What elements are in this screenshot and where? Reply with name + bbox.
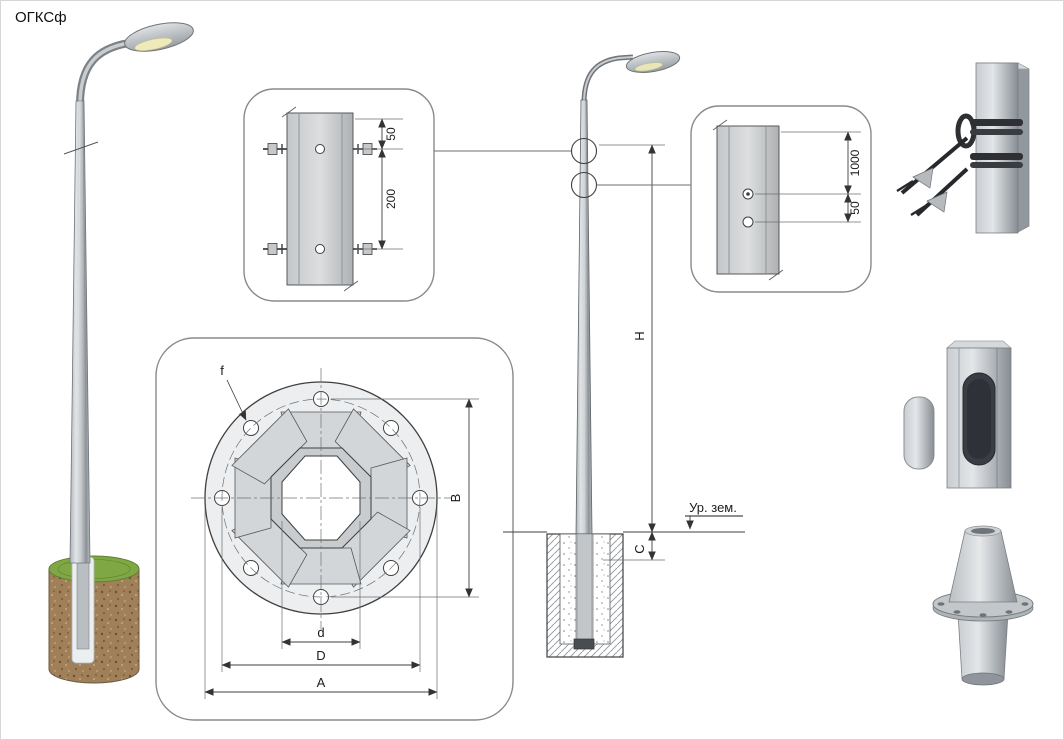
f-leader bbox=[226, 379, 247, 421]
dim-label-d: d bbox=[317, 625, 324, 640]
base-cone bbox=[948, 530, 1018, 603]
weld-mark bbox=[63, 141, 99, 155]
pole-octagon-hole bbox=[281, 455, 361, 541]
detail-callout-top: 50 200 bbox=[243, 88, 435, 302]
hatch-3d-render bbox=[903, 340, 1012, 489]
pole-section bbox=[286, 112, 354, 286]
flange-bolt-hole bbox=[979, 613, 987, 617]
page-title: ОГКСф bbox=[15, 9, 67, 26]
wedge-clamp bbox=[912, 167, 934, 189]
break-mark bbox=[712, 119, 728, 131]
pole-section bbox=[716, 125, 780, 275]
pole-3d-render bbox=[48, 22, 194, 684]
flange-bolt-hole bbox=[937, 602, 945, 606]
dim-label-50: 50 bbox=[848, 201, 862, 215]
break-mark bbox=[281, 106, 297, 118]
lamp-head bbox=[625, 51, 681, 73]
pole-top-column bbox=[975, 62, 1019, 234]
dim-label-H: H bbox=[632, 331, 647, 340]
dim-label-C: C bbox=[632, 544, 647, 553]
ground-label: Ур. зем. bbox=[689, 500, 737, 515]
dim-label-B: B bbox=[448, 494, 463, 503]
dim-label-1000: 1000 bbox=[848, 149, 862, 176]
flange-bolt-hole bbox=[1021, 602, 1029, 606]
dim-label-f: f bbox=[220, 363, 224, 378]
dim-label-A: A bbox=[317, 675, 326, 690]
pole-arm bbox=[581, 54, 634, 104]
clamp-3d-render bbox=[896, 62, 1030, 234]
dim-label-200: 200 bbox=[384, 189, 398, 209]
pole-shaft bbox=[69, 100, 91, 564]
cable-band bbox=[970, 119, 1023, 126]
flange-bolt-hole bbox=[1005, 610, 1013, 614]
flange-callout: f B d D A bbox=[155, 337, 514, 721]
detail-callout-right: 1000 50 bbox=[690, 105, 872, 293]
hole bbox=[742, 216, 754, 228]
break-mark bbox=[343, 280, 359, 292]
pole-elevation: Ур. зем. H C bbox=[503, 51, 745, 658]
cable-wire bbox=[900, 136, 969, 195]
break-mark bbox=[768, 269, 784, 281]
dim-label-D: D bbox=[316, 648, 325, 663]
detail-mark-upper bbox=[570, 137, 598, 165]
lamp-head bbox=[124, 22, 194, 52]
flange-bolt-hole bbox=[953, 610, 961, 614]
cable-band bbox=[970, 153, 1023, 160]
pole-embedded bbox=[76, 556, 90, 650]
base-can bbox=[957, 612, 1009, 680]
foundation-section bbox=[546, 533, 624, 658]
hatch-cover bbox=[903, 396, 935, 470]
gusset-ring bbox=[231, 408, 411, 588]
dim-label-50: 50 bbox=[384, 127, 398, 141]
wedge-clamp bbox=[926, 191, 948, 213]
flange-base-3d-render bbox=[932, 525, 1034, 686]
